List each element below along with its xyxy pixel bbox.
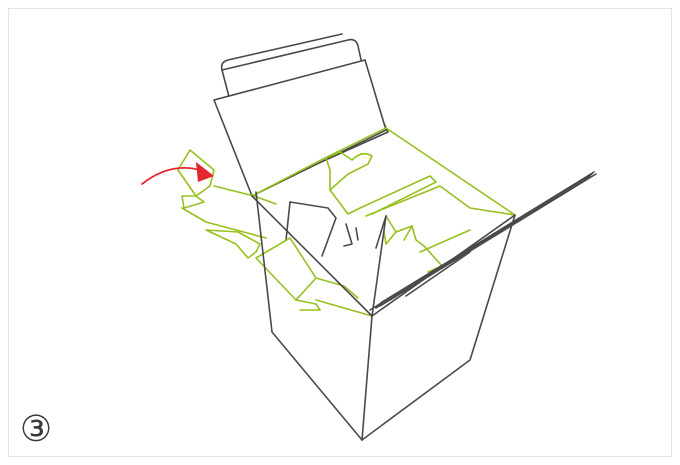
divider-insert-front <box>177 149 373 317</box>
top-lid-panel <box>213 59 387 197</box>
right-side-flap <box>369 171 597 311</box>
inner-walls <box>285 201 359 257</box>
step-number-label: ③ <box>19 409 53 450</box>
divider-insert-back <box>251 127 516 273</box>
box-body <box>251 191 516 441</box>
curved-arrow-icon <box>141 162 214 185</box>
